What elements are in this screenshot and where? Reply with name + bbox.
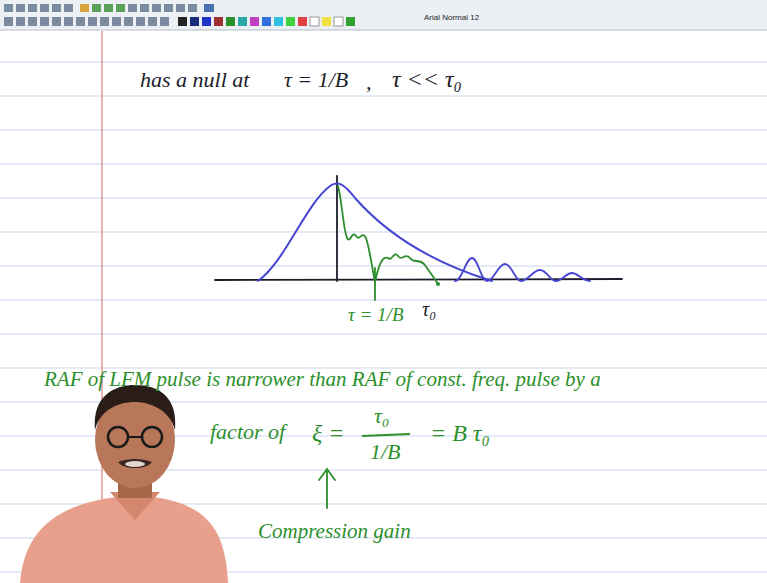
handwritten-note: RAF of LFM pulse is narrower than RAF of… bbox=[44, 368, 601, 391]
axis-label: τ = 1/B bbox=[348, 305, 404, 326]
raf-plot bbox=[215, 176, 622, 300]
handwritten-note: has a null at bbox=[140, 68, 249, 92]
pointer-arrow bbox=[319, 469, 335, 508]
axis-label: τ₀ bbox=[422, 298, 436, 320]
ruled-lines bbox=[0, 62, 767, 572]
math-expression: = B τ₀ bbox=[430, 420, 490, 446]
annotation: Compression gain bbox=[258, 520, 411, 543]
handwritten-note: factor of bbox=[210, 420, 285, 444]
toolbar bbox=[0, 0, 767, 30]
punctuation: , bbox=[366, 70, 372, 94]
toolbar-icons bbox=[4, 4, 355, 26]
math-expression: τ << τ₀ bbox=[392, 66, 462, 92]
math-expression: ξ = bbox=[312, 420, 344, 446]
fraction-denominator: 1/B bbox=[370, 440, 401, 464]
math-expression: τ = 1/B bbox=[284, 68, 348, 92]
font-selector: Arial Normal 12 bbox=[424, 14, 479, 23]
fraction-bar bbox=[362, 434, 410, 436]
fraction-numerator: τ₀ bbox=[374, 404, 390, 428]
presenter-figure bbox=[20, 385, 228, 583]
